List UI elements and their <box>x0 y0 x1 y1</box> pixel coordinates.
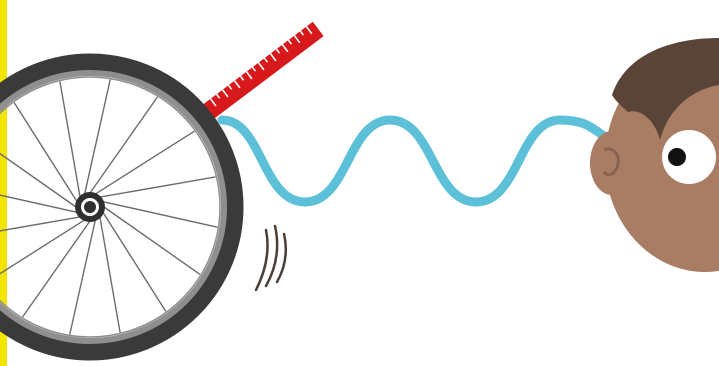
wheel-spoke <box>0 140 76 207</box>
ruler <box>201 22 324 121</box>
vibration-line <box>256 230 268 290</box>
vibration-lines <box>256 226 286 290</box>
wheel-tyre <box>0 62 235 352</box>
wheel-spoke <box>70 220 96 334</box>
wheel-spoke <box>0 217 80 237</box>
wheel-spoke <box>14 103 77 202</box>
wheel-spoke <box>85 80 111 194</box>
wheel-spoke <box>23 221 90 317</box>
wheel-spoke <box>103 202 217 228</box>
ear-icon <box>590 131 634 195</box>
wheel-hub-center <box>84 201 96 213</box>
ruler-body <box>201 22 324 121</box>
wheel-spoke <box>95 131 194 194</box>
wheel-spoke <box>90 97 157 193</box>
wheel-spoke <box>103 212 166 311</box>
ruler-ticks <box>211 27 312 106</box>
bicycle-wheel <box>0 62 235 352</box>
pupil <box>668 148 686 166</box>
face-with-ear <box>590 38 719 272</box>
wheel-spoke <box>104 207 200 274</box>
sound-wave <box>222 120 604 202</box>
